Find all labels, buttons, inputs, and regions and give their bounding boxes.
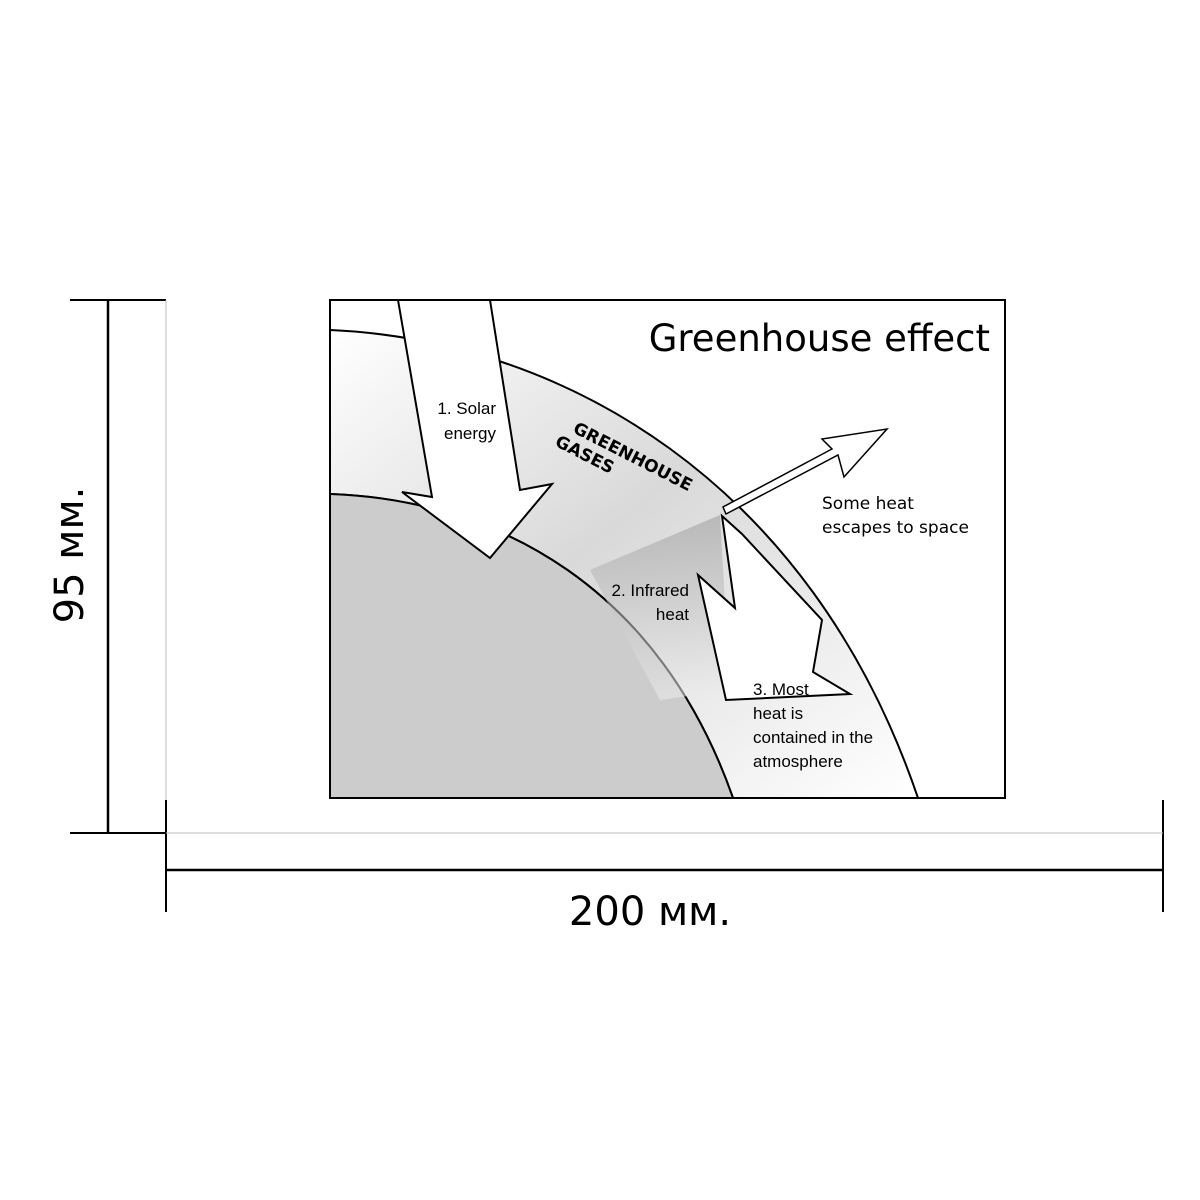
height-label: 95 мм. <box>47 487 93 624</box>
escape-line2: escapes to space <box>822 518 969 538</box>
step1-line2: energy <box>444 424 496 443</box>
solar-energy-arrow <box>396 300 555 560</box>
earth-surface <box>330 492 735 798</box>
width-dimension <box>165 800 1164 912</box>
infrared-radiation-shade <box>590 515 730 700</box>
diagram-border <box>329 299 1006 799</box>
infrared-heat-arrow <box>696 513 854 702</box>
escaping-heat-arrow <box>722 427 889 516</box>
step3-line3: contained in the <box>753 728 873 747</box>
step-solar-energy-label: 1. Solar energy <box>437 399 496 443</box>
step3-line4: atmosphere <box>753 752 843 771</box>
width-label: 200 мм. <box>569 889 731 935</box>
diagram-title: Greenhouse effect <box>649 317 990 360</box>
step2-line2: heat <box>656 605 689 624</box>
height-dimension <box>70 299 167 834</box>
step3-line1: 3. Most <box>753 680 809 699</box>
step3-line2: heat is <box>753 704 803 723</box>
greenhouse-diagram: Greenhouse effect GREENHOUSE GASES 1. So… <box>329 299 1006 799</box>
heat-escape-label: Some heat escapes to space <box>822 494 969 538</box>
step-infrared-heat-label: 2. Infrared heat <box>612 581 690 624</box>
step2-line1: 2. Infrared <box>612 581 690 600</box>
step1-line1: 1. Solar <box>437 399 496 418</box>
escape-line1: Some heat <box>822 494 914 514</box>
step-contained-heat-label: 3. Most heat is contained in the atmosph… <box>753 680 873 771</box>
